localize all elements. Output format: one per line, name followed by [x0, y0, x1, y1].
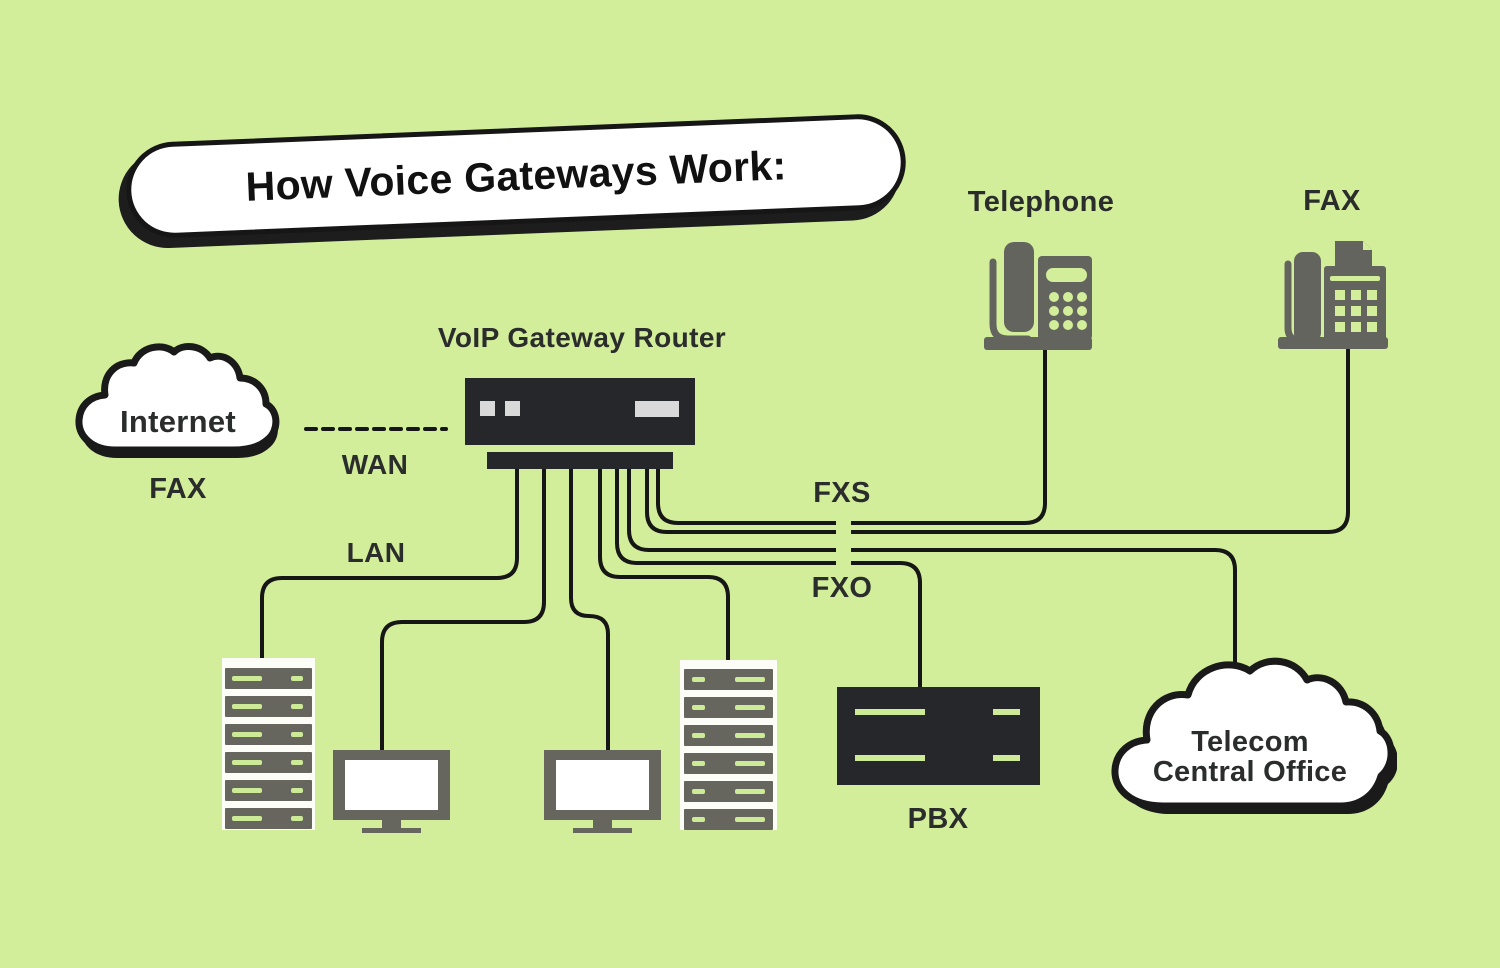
server-slat: [225, 780, 312, 801]
router-display: [635, 401, 679, 417]
fxo-label: FXO: [811, 572, 873, 604]
fax-label: FAX: [1303, 185, 1361, 217]
lan-line-rack2: [598, 464, 730, 664]
line-gap-strip: [836, 511, 851, 572]
page-title: How Voice Gateways Work:: [244, 141, 788, 210]
server-slat: [684, 669, 773, 690]
server-slat: [684, 697, 773, 718]
server-slat: [684, 725, 773, 746]
telephone-icon: [984, 242, 1092, 350]
pbx-slot: [855, 709, 925, 715]
server-slat: [225, 808, 312, 829]
router-base: [487, 452, 673, 469]
pbx-icon: [837, 687, 1040, 785]
lan-line-rack1: [260, 464, 519, 662]
pbx-slot: [993, 709, 1020, 715]
server-rack-icon: [680, 660, 777, 830]
internet-cloud: Internet: [70, 336, 296, 466]
monitor-icon: [333, 750, 450, 834]
monitor-base: [362, 828, 421, 833]
central-office-cloud: Telecom Central Office: [1103, 650, 1397, 820]
central-office-label-line2: Central Office: [1152, 756, 1348, 788]
pbx-slot: [993, 755, 1020, 761]
server-slat: [225, 724, 312, 745]
fxs-label: FXS: [813, 477, 871, 509]
fxs-line-telephone: [656, 348, 1047, 525]
lan-line-monitor1: [380, 464, 546, 754]
router-icon: [465, 378, 695, 445]
monitor-base: [573, 828, 632, 833]
server-slat: [225, 752, 312, 773]
monitor-screen: [345, 760, 438, 810]
fxs-line-fax: [645, 348, 1350, 534]
pbx-slot: [855, 755, 925, 761]
router-port-light: [480, 401, 495, 416]
monitor-icon: [544, 750, 661, 834]
monitor-screen: [556, 760, 649, 810]
server-slat: [225, 696, 312, 717]
internet-label: Internet: [119, 404, 237, 439]
pbx-label: PBX: [907, 803, 969, 835]
monitor-neck: [382, 820, 401, 828]
server-slat: [684, 809, 773, 830]
server-rack-icon: [222, 658, 315, 830]
router-port-light: [505, 401, 520, 416]
fxo-line-central-office: [627, 464, 1237, 666]
monitor-neck: [593, 820, 612, 828]
lan-label: LAN: [346, 537, 406, 568]
fxo-line-pbx: [615, 464, 922, 691]
fax-icon: [1278, 241, 1388, 349]
server-slat: [684, 781, 773, 802]
server-slat: [684, 753, 773, 774]
cloud-icon: [1111, 657, 1397, 814]
telephone-label: Telephone: [967, 186, 1115, 218]
router-label: VoIP Gateway Router: [437, 322, 727, 353]
server-slat: [225, 668, 312, 689]
central-office-label-line1: Telecom: [1191, 726, 1309, 758]
internet-caption: FAX: [149, 473, 207, 505]
wan-label: WAN: [341, 449, 409, 480]
cloud-icon: [75, 343, 280, 458]
lan-line-monitor2: [569, 464, 610, 754]
